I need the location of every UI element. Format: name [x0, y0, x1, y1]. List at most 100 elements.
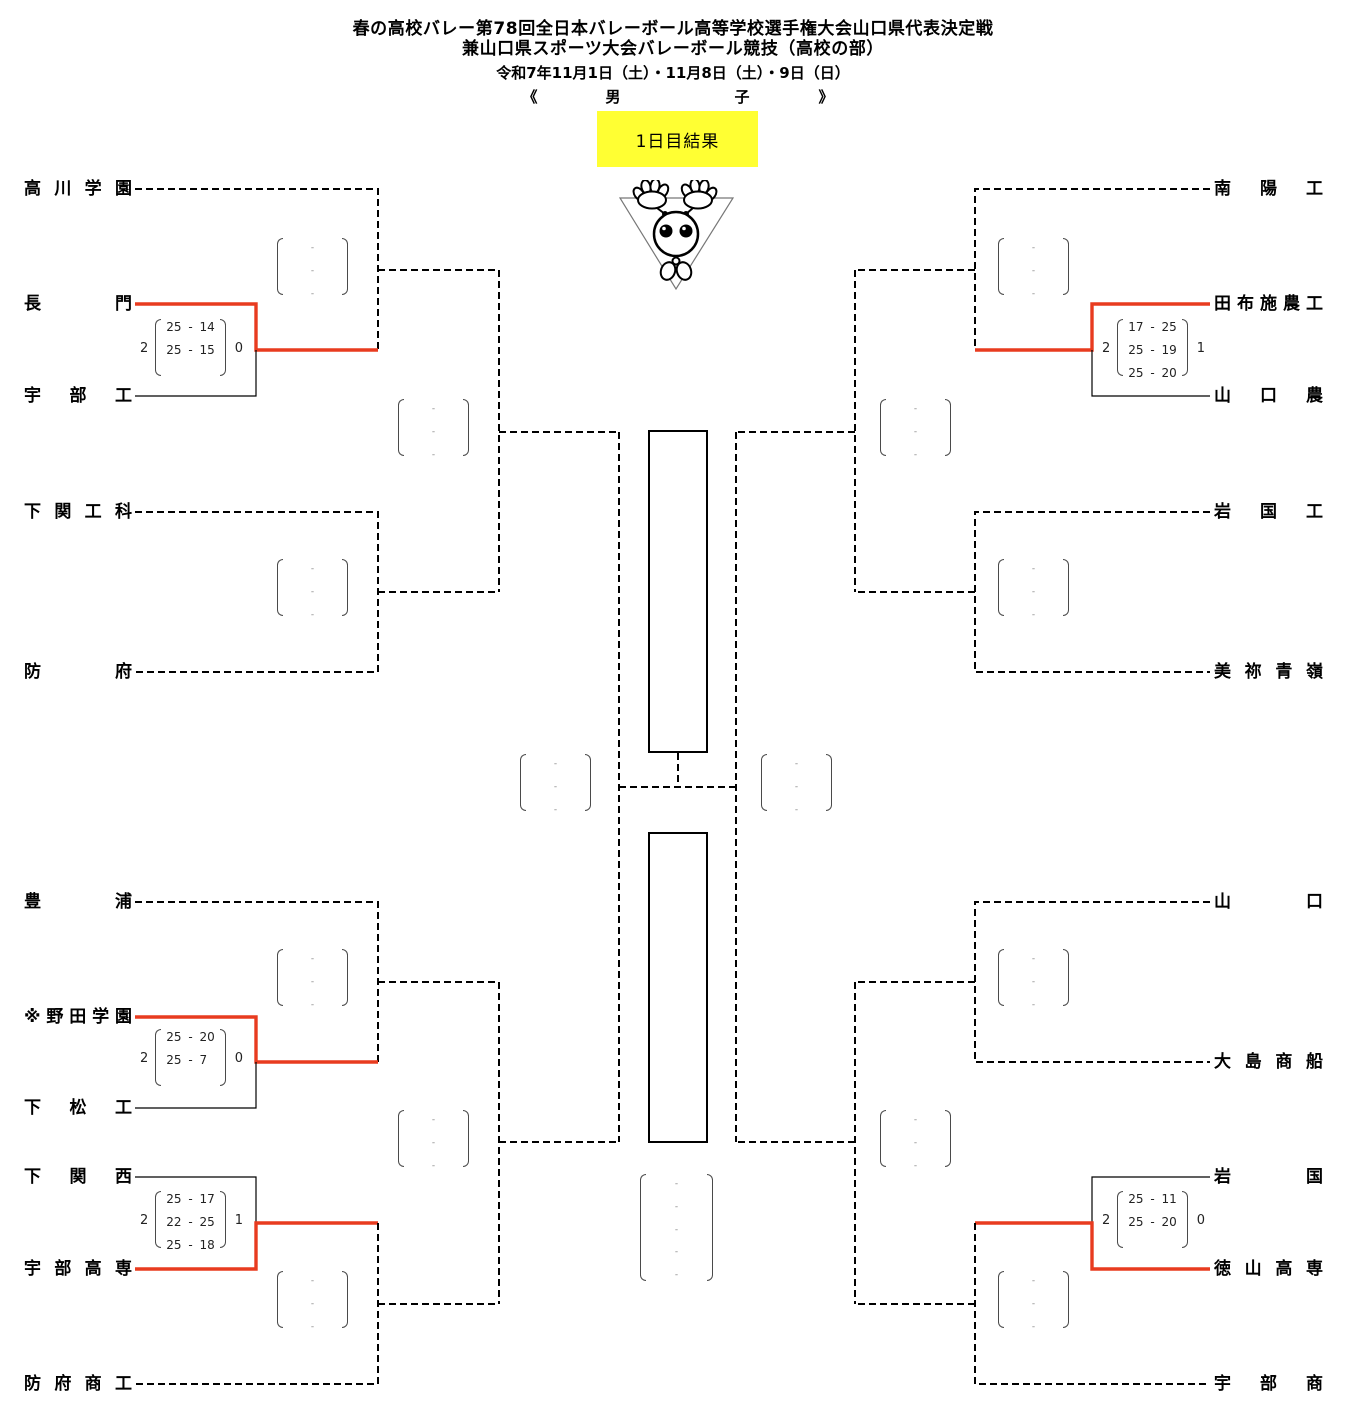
score-separator: - [188, 1053, 193, 1067]
team-name-char: 府 [115, 661, 132, 682]
pending-score-box: --- [880, 399, 951, 460]
team-name-right: 岩国工 [1214, 501, 1323, 523]
bracket-left [1117, 1191, 1123, 1248]
team-name-char: 美 [1214, 661, 1231, 682]
team-name-left: 長門 [24, 293, 132, 315]
score-separator: - [1150, 343, 1155, 357]
team-name-left: 防府 [24, 661, 132, 683]
team-name-char: 嶺 [1305, 661, 1323, 682]
team-name-char: 野 [46, 1006, 64, 1027]
set-points-a: 25 [166, 320, 182, 334]
team-name-char: 商 [1306, 1373, 1323, 1394]
score-placeholder: - [431, 450, 436, 460]
score-placeholder: - [794, 805, 799, 815]
score-placeholder: - [310, 266, 315, 276]
team-name-char: 工 [1306, 178, 1323, 199]
bracket-left [998, 559, 1004, 616]
sets-won-left: 2 [140, 1051, 149, 1066]
score-placeholder: - [553, 782, 558, 792]
score-placeholder: - [553, 759, 558, 769]
team-name-char: 園 [114, 1006, 132, 1027]
score-placeholder: - [1031, 1322, 1036, 1332]
right-hand-icon [680, 180, 718, 217]
score-separator: - [188, 1238, 193, 1252]
score-placeholder: - [553, 805, 558, 815]
bracket-line-pending [135, 188, 379, 350]
bracket-left [640, 1174, 646, 1281]
team-name-char: 宇 [24, 1258, 41, 1279]
score-placeholder: - [431, 427, 436, 437]
mascot-head [652, 210, 700, 258]
team-name-left: 防府商工 [24, 1373, 132, 1395]
score-placeholder: - [1031, 977, 1036, 987]
score-placeholder: - [794, 782, 799, 792]
team-name-left: 宇部高専 [24, 1258, 132, 1280]
pending-score-box: - - - [398, 399, 469, 460]
team-name-char: 山 [1214, 385, 1231, 406]
bracket-line-winner [975, 1221, 1210, 1271]
result-day-badge: 1日目結果 [597, 111, 758, 167]
score-placeholder: - [913, 450, 918, 460]
bracket-left [155, 319, 161, 376]
team-name-char: 工 [1306, 501, 1323, 522]
team-name-char: 高 [84, 1258, 102, 1279]
bracket-left [398, 1110, 404, 1167]
division-label-char: 子 [734, 88, 750, 106]
team-name-right: 徳山高専 [1214, 1258, 1323, 1280]
title-line-1: 春の高校バレー第78回全日本バレーボール高等学校選手権大会山口県代表決定戦 [352, 19, 994, 39]
team-name-char: 高 [1275, 1258, 1293, 1279]
score-placeholder: - [913, 1115, 918, 1125]
score-separator: - [188, 1030, 193, 1044]
score-placeholder: - [310, 1000, 315, 1010]
set-score: 25-19 [1117, 343, 1188, 357]
score-placeholder: - [1031, 243, 1036, 253]
sets-won-right: 0 [1196, 1213, 1205, 1228]
team-name-char: 山 [1244, 1258, 1262, 1279]
sets-won-left: 2 [140, 1213, 149, 1228]
score-placeholder: - [1031, 954, 1036, 964]
team-name-char: 部 [69, 385, 87, 406]
bracket-line-pending [135, 1223, 379, 1385]
score-placeholder: - [674, 1225, 679, 1235]
team-name-char: 工 [115, 1097, 132, 1118]
team-name-char: 大 [1214, 1051, 1231, 1072]
team-name-char: 国 [1306, 1166, 1323, 1187]
team-name-char: 防 [24, 1373, 41, 1394]
team-name-left: ※野田学園 [24, 1006, 132, 1028]
team-name-right: 美祢青嶺 [1214, 661, 1323, 683]
bracket-left [155, 1191, 161, 1248]
set-points-a: 25 [1128, 1215, 1144, 1229]
event-dates: 令和7年11月1日（土）・11月8日（土）・9日（日） [496, 64, 850, 82]
team-name-char: 府 [54, 1373, 72, 1394]
pending-score-box: --- [277, 238, 348, 299]
score-separator: - [1150, 1192, 1155, 1206]
bracket-left [277, 238, 283, 295]
score-placeholder: - [431, 1115, 436, 1125]
team-name-left: 下関工科 [24, 501, 132, 523]
set-score: 25-14 [155, 320, 226, 334]
team-name-char: 農 [1283, 293, 1300, 314]
score-placeholder: - [1031, 610, 1036, 620]
pending-score-box: --- [998, 949, 1069, 1010]
set-points-a: 25 [1128, 366, 1144, 380]
score-placeholder: - [310, 977, 315, 987]
team-name-char: 岩 [1214, 501, 1231, 522]
team-name-char: 専 [114, 1258, 132, 1279]
set-score: 25-20 [155, 1030, 226, 1044]
pending-score-box: - - - [520, 754, 591, 815]
bracket-line-loser [135, 1062, 257, 1109]
team-name-char: 浦 [115, 891, 132, 912]
team-name-right: 宇部商 [1214, 1373, 1323, 1395]
pending-score-box: --- [998, 559, 1069, 620]
set-points-a: 25 [1128, 343, 1144, 357]
division-label-char: 男 [605, 88, 621, 106]
team-name-char: 西 [115, 1166, 132, 1187]
team-name-char: 南 [1214, 178, 1231, 199]
sets-won-left: 2 [1102, 1213, 1111, 1228]
team-name-char: 部 [54, 1258, 72, 1279]
bracket-line-pending [974, 1223, 1210, 1385]
score-placeholder: - [431, 1161, 436, 1171]
set-points-a: 25 [1128, 1192, 1144, 1206]
score-placeholder: - [431, 404, 436, 414]
